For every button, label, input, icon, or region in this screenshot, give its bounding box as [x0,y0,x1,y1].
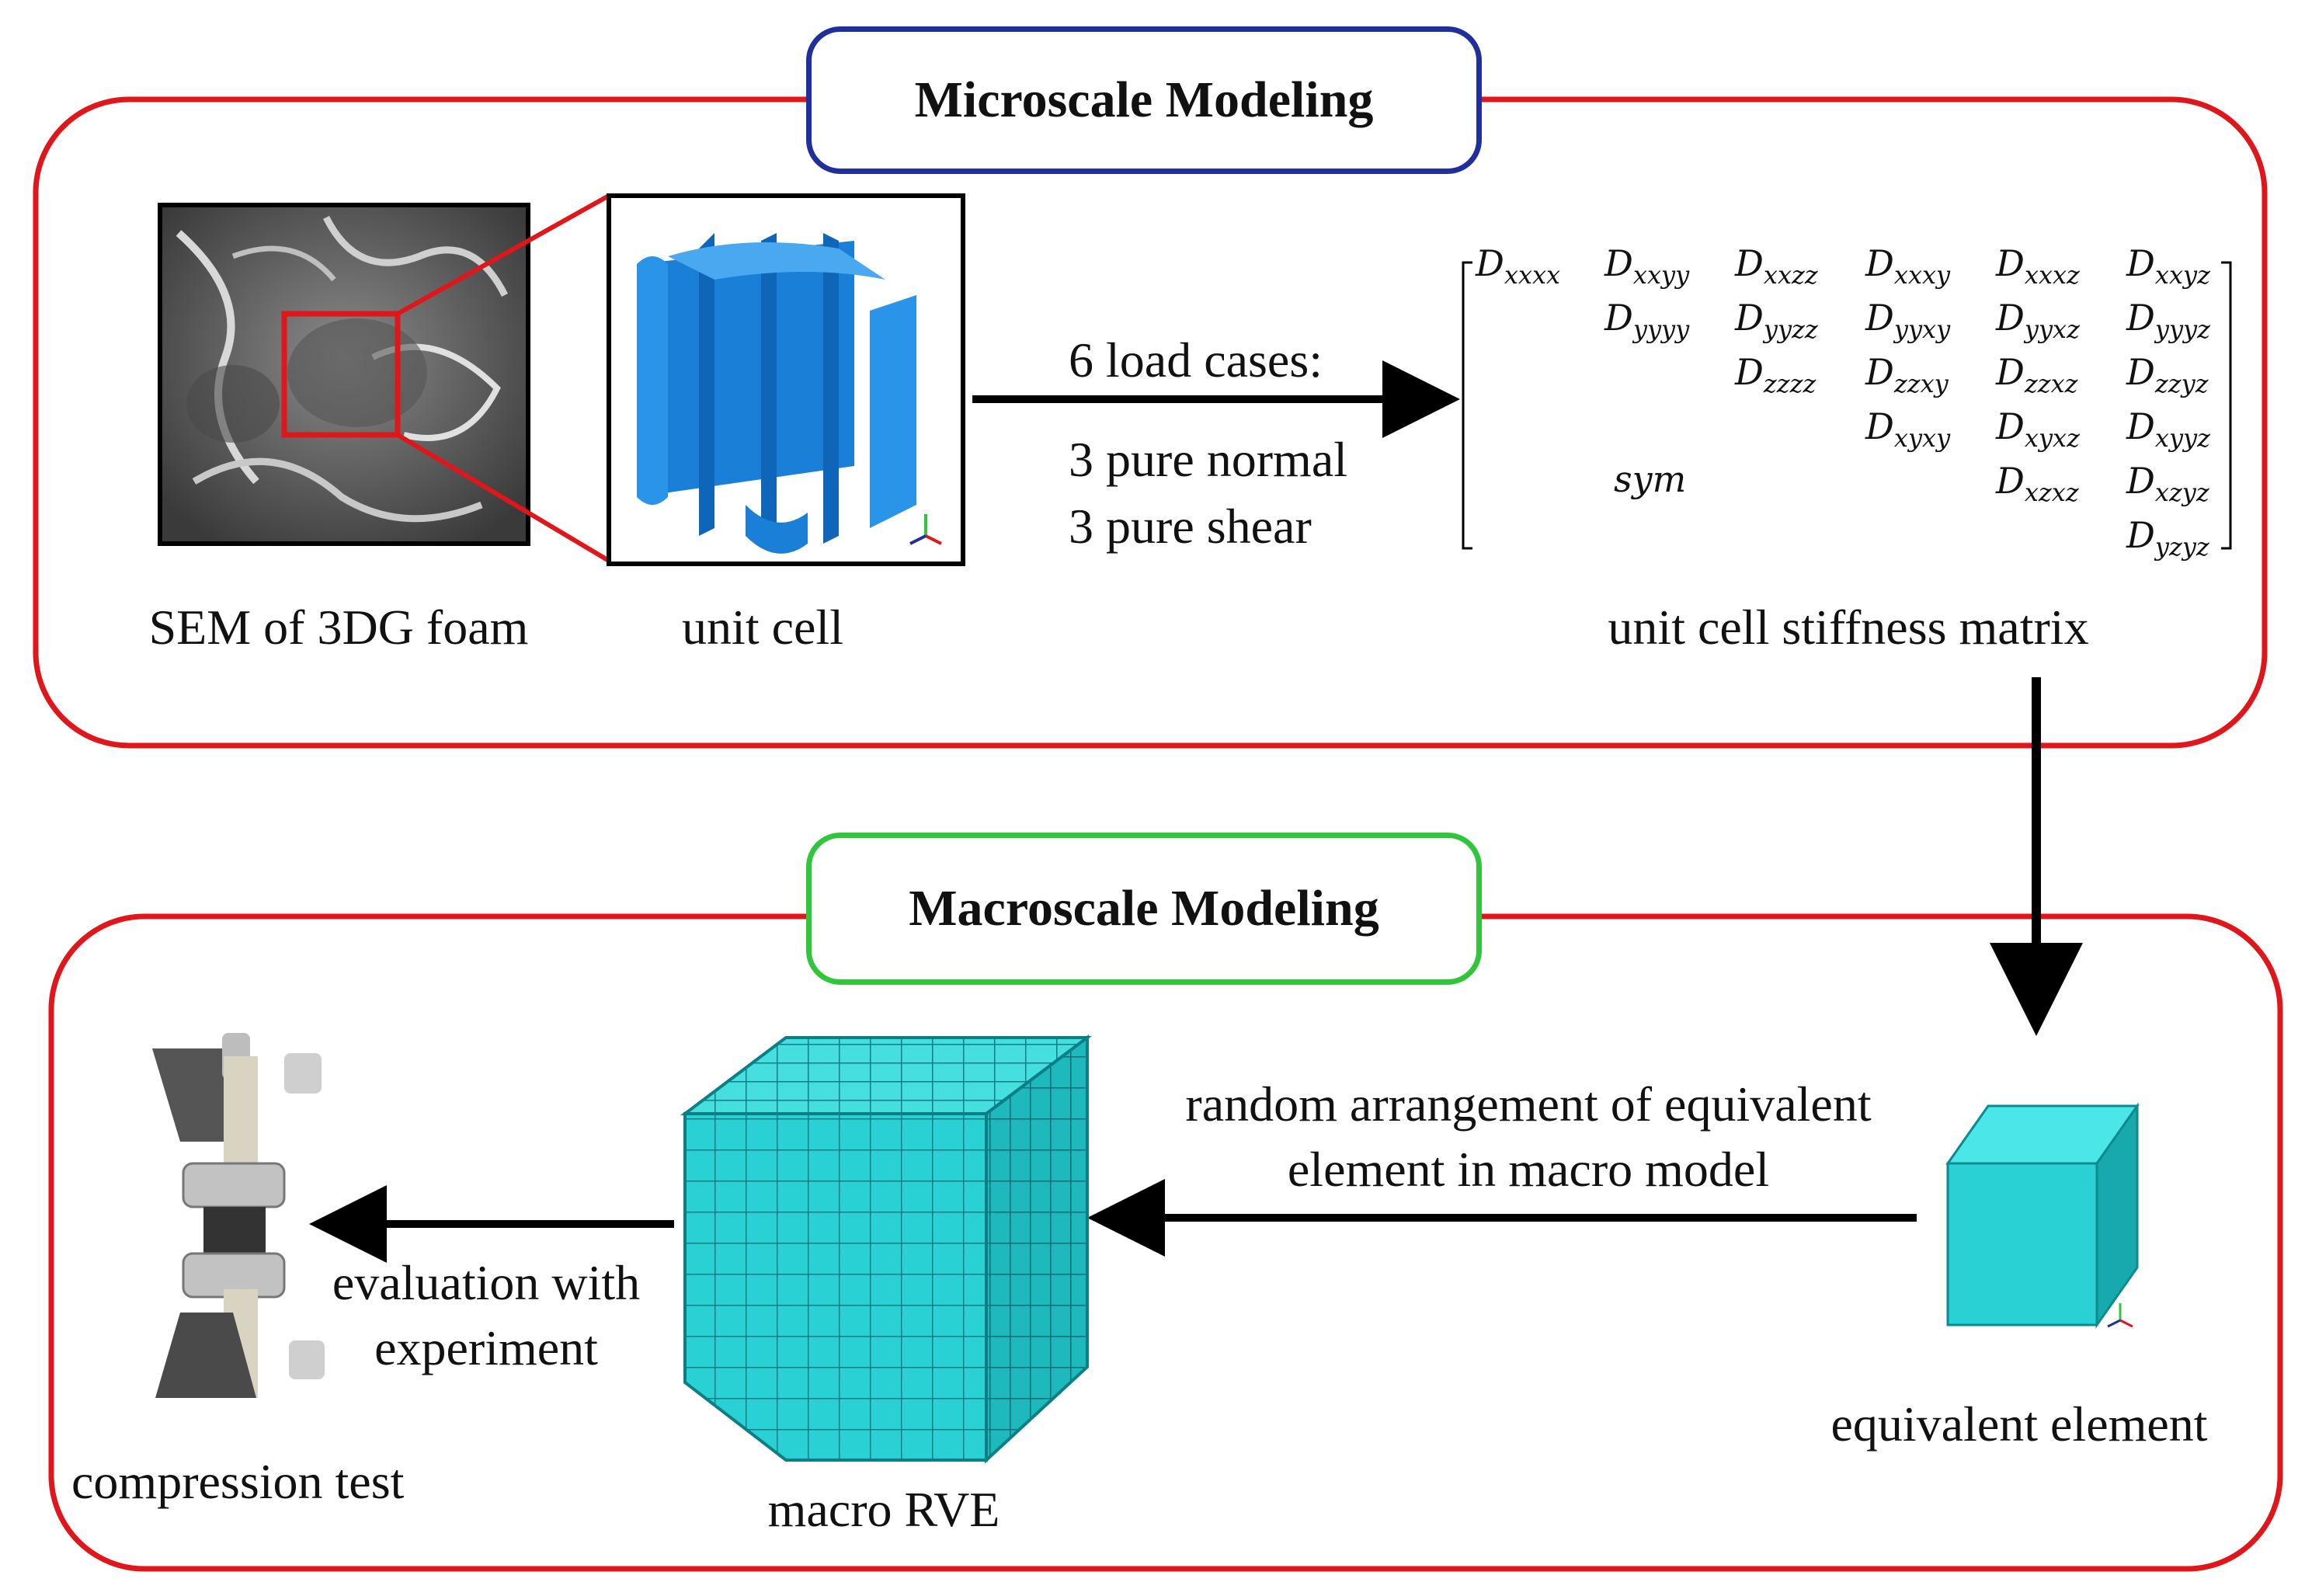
element-axis-triad-icon [2107,1303,2133,1328]
rve-caption: macro RVE [767,1482,1000,1537]
matrix-cell: Dyzyz [2126,514,2209,562]
matrix-cell: Dzzyz [2126,351,2209,398]
equivalent-element-cube [1945,1102,2140,1329]
compression-caption: compression test [71,1454,405,1509]
macro-rve-cube [680,1034,1092,1464]
matrix-sym: sym [1614,458,1687,500]
matrix-cell: Dxxxz [1996,242,2080,290]
evaluation-line-1: evaluation with [332,1255,641,1310]
matrix-cell: Dyyyz [2126,297,2210,344]
matrix-cell: Dxxzz [1735,242,1818,290]
arrangement-line-2: element in macro model [1287,1142,1770,1197]
load-case-normal: 3 pure normal [1069,432,1347,487]
matrix-cell: Dyyzz [1735,297,1818,344]
macroscale-title-box: Macroscale Modeling [806,833,1482,985]
sem-image [158,203,530,546]
matrix-cell: Dyyxz [1996,297,2080,344]
matrix-cell: Dxxyy [1604,242,1690,290]
unit-cell-caption: unit cell [682,600,843,655]
matrix-left-bracket [1462,261,1472,550]
matrix-caption: unit cell stiffness matrix [1608,600,2089,655]
matrix-cell: Dxyxz [1996,405,2080,453]
matrix-cell: Dxzyz [2126,460,2209,507]
microscale-title-box: Microscale Modeling [806,26,1482,174]
matrix-cell: Dzzxz [1996,351,2078,398]
zoom-line-bottom [396,433,610,563]
evaluation-line-2: experiment [374,1320,598,1375]
matrix-cell: Dxyxy [1865,405,1951,453]
matrix-cell: Dxxxy [1865,242,1951,290]
macroscale-title: Macroscale Modeling [909,880,1379,937]
matrix-cell: Dxzxz [1996,460,2079,507]
matrix-cell: Dyyxy [1865,297,1951,344]
microscale-title: Microscale Modeling [914,71,1374,128]
matrix-cell: Dyyyy [1604,297,1690,344]
matrix-cell: Dxxxx [1476,242,1561,290]
compression-test-photo [152,1033,325,1398]
matrix-cell: Dxyyz [2126,405,2210,453]
matrix-right-bracket [2221,261,2232,550]
matrix-cell: Dzzzz [1735,351,1817,398]
load-case-shear: 3 pure shear [1069,499,1312,554]
sem-caption: SEM of 3DG foam [148,600,529,655]
unit-cell-model [607,193,965,566]
zoom-line-top [396,193,610,316]
matrix-cell: Dzzxy [1865,351,1949,398]
load-cases-title: 6 load cases: [1069,332,1323,388]
axis-triad-icon [909,514,942,545]
arrangement-line-1: random arrangement of equivalent [1185,1076,1872,1132]
element-caption: equivalent element [1830,1396,2208,1452]
matrix-cell: Dxxyz [2126,242,2210,290]
